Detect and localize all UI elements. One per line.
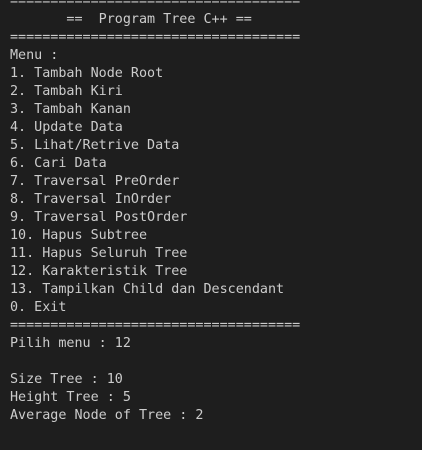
menu-item: 11. Hapus Seluruh Tree [10, 246, 188, 261]
menu-item: 13. Tampilkan Child dan Descendant [10, 282, 285, 297]
blank-line [10, 353, 422, 371]
menu-item: 7. Traversal PreOrder [10, 174, 180, 189]
result-height: Height Tree : 5 [10, 390, 131, 405]
separator-line: ==================================== [10, 30, 301, 45]
menu-item: 10. Hapus Subtree [10, 228, 148, 243]
menu-item: 8. Traversal InOrder [10, 192, 172, 207]
separator-line: ==================================== [10, 0, 301, 9]
result-average: Average Node of Tree : 2 [10, 408, 204, 423]
menu-item: 5. Lihat/Retrive Data [10, 138, 180, 153]
menu-item: 2. Tambah Kiri [10, 84, 123, 99]
separator-line: ==================================== [10, 318, 301, 333]
menu-item: 0. Exit [10, 300, 67, 315]
menu-item: 1. Tambah Node Root [10, 66, 164, 81]
program-title: == Program Tree C++ == [10, 12, 252, 27]
menu-prompt: Pilih menu : 12 [10, 336, 131, 351]
result-size: Size Tree : 10 [10, 372, 123, 387]
menu-item: 4. Update Data [10, 120, 123, 135]
menu-header: Menu : [10, 48, 59, 63]
menu-item: 6. Cari Data [10, 156, 107, 171]
menu-item: 9. Traversal PostOrder [10, 210, 188, 225]
menu-item: 3. Tambah Kanan [10, 102, 131, 117]
menu-item: 12. Karakteristik Tree [10, 264, 188, 279]
